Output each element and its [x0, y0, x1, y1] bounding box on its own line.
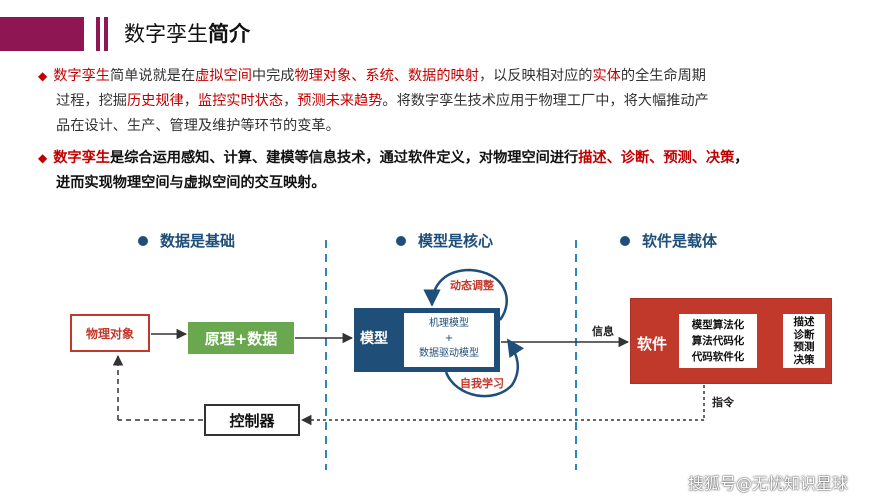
output-item: 诊断: [793, 328, 815, 341]
output-item: 决策: [793, 353, 815, 366]
intro-text-segment: 预测未来趋势: [297, 93, 383, 109]
diamond-bullet-icon: ◆: [38, 151, 48, 165]
intro-text-segment: ，: [283, 93, 298, 109]
software-label: 软件: [637, 335, 668, 353]
page-title: 数字孪生简介: [124, 22, 250, 46]
model-label: 模型: [360, 331, 388, 347]
col3-title: 软件是载体: [642, 232, 718, 250]
self-learning-label: 自我学习: [460, 377, 504, 390]
definition-line-2: 进而实现物理空间与虚拟空间的交互映射。: [56, 175, 326, 191]
header-stripe: [96, 17, 100, 51]
col2-dot-icon: [396, 236, 406, 246]
software-inner-line: 代码软件化: [691, 351, 745, 363]
col1-dot-icon: [138, 236, 148, 246]
software-inner: 模型算法化 算法代码化 代码软件化: [679, 314, 757, 368]
intro-line-2: 过程，挖掘历史规律，监控实时状态，预测未来趋势。将数字孪生技术应用于物理工厂中，…: [38, 89, 868, 114]
intro-text-segment: 。将数字孪生技术应用于物理工厂中，将大幅推动产: [382, 93, 709, 109]
intro-paragraph: ◆ 数字孪生简单说就是在虚拟空间中完成物理对象、系统、数据的映射，以反映相对应的实…: [38, 64, 868, 139]
output-item: 描述: [793, 316, 815, 328]
software-inner-line: 模型算法化: [691, 319, 745, 331]
col1-title: 数据是基础: [160, 232, 236, 250]
info-label: 信息: [592, 325, 614, 338]
definition-text-segment: 是综合运用感知、计算、建模等信息技术，通过软件定义，对物理空间进行: [110, 150, 579, 166]
loop-upper-arc: [423, 268, 508, 321]
diamond-bullet-icon: ◆: [38, 69, 48, 83]
output-item: 预测: [793, 341, 815, 353]
header-accent-bar: [0, 17, 84, 51]
intro-text-segment: 数字孪生: [53, 68, 110, 84]
model-inner-line: 机理模型: [429, 318, 469, 329]
intro-text-segment: 过程，挖掘: [56, 93, 127, 109]
principle-data-box: 原理+数据: [188, 322, 294, 354]
definition-text-segment: ，: [734, 150, 749, 166]
intro-text-segment: 实体: [592, 68, 621, 84]
header-stripe: [104, 17, 108, 51]
intro-text-segment: ，: [183, 93, 198, 109]
intro-text-segment: 虚拟空间: [195, 68, 252, 84]
intro-text-segment: 监控实时状态: [197, 93, 284, 109]
software-box: 软件 模型算法化 算法代码化 代码软件化 描述 诊断 预测 决策: [630, 298, 832, 384]
software-outputs: 描述 诊断 预测 决策: [783, 314, 825, 368]
physical-object-box: 物理对象: [70, 314, 150, 352]
software-inner-line: 算法代码化: [691, 335, 745, 347]
definition-text-segment: 描述、诊断、预测、决策: [578, 150, 735, 166]
intro-text-segment: 历史规律: [126, 93, 184, 109]
model-inner-line: +: [444, 333, 454, 344]
dynamic-adjust-label: 动态调整: [450, 279, 494, 292]
intro-text-segment: ，以反映相对应的: [478, 68, 593, 84]
definition-line-1-text: 数字孪生是综合运用感知、计算、建模等信息技术，通过软件定义，对物理空间进行描述、…: [53, 150, 748, 166]
definition-text-segment: 数字孪生: [53, 150, 110, 166]
loop-lower-arc: [444, 338, 525, 398]
intro-text-segment: 的全生命周期: [620, 68, 706, 84]
intro-line-3: 品在设计、生产、管理及维护等环节的变革。: [56, 118, 340, 134]
model-box: 模型 机理模型 + 数据驱动模型: [354, 308, 500, 372]
intro-line-1: ◆ 数字孪生简单说就是在虚拟空间中完成物理对象、系统、数据的映射，以反映相对应的实…: [38, 64, 868, 89]
watermark: 搜狐号@无忧知识星球: [688, 474, 849, 493]
intro-line-1-text: 数字孪生简单说就是在虚拟空间中完成物理对象、系统、数据的映射，以反映相对应的实体…: [53, 68, 706, 84]
model-inner: 机理模型 + 数据驱动模型: [404, 313, 494, 367]
intro-text-segment: 简单说就是在: [110, 68, 196, 84]
definition-paragraph: ◆ 数字孪生是综合运用感知、计算、建模等信息技术，通过软件定义，对物理空间进行描述…: [38, 146, 868, 196]
model-inner-line: 数据驱动模型: [419, 348, 479, 359]
intro-text-segment: 中完成: [251, 68, 295, 84]
col3-dot-icon: [620, 236, 630, 246]
controller-box: 控制器: [204, 404, 300, 436]
col2-title: 模型是核心: [418, 232, 494, 250]
command-label: 指令: [712, 396, 734, 409]
definition-line-1: ◆ 数字孪生是综合运用感知、计算、建模等信息技术，通过软件定义，对物理空间进行描述…: [38, 146, 868, 171]
intro-text-segment: 物理对象、系统、数据的映射: [294, 68, 479, 84]
